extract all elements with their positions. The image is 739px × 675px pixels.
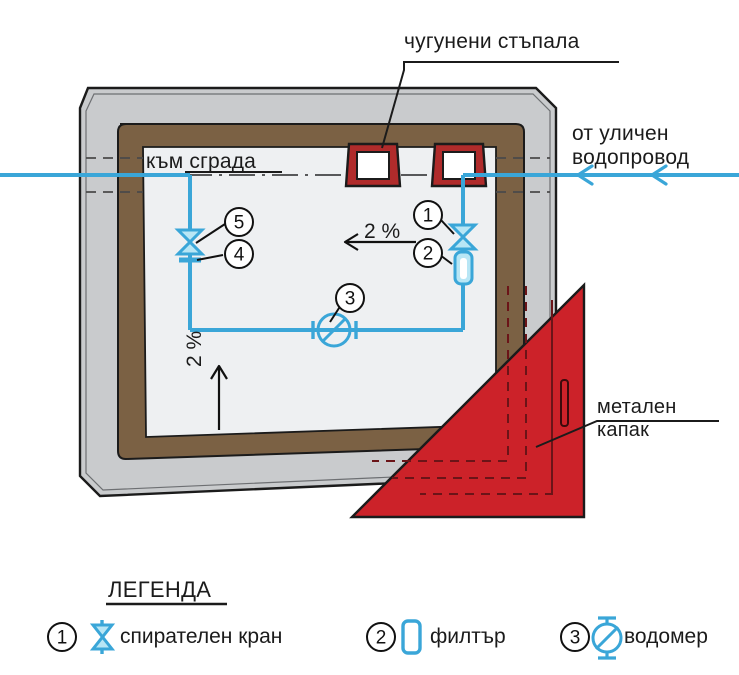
callout-circle-5 (224, 207, 254, 237)
leader-5 (195, 223, 226, 244)
callout-text-5: 5 (234, 213, 245, 234)
chamber-floor (142, 146, 497, 438)
legend-title: ЛЕГЕНДА (108, 577, 212, 602)
slope-arrow-horizontal (343, 233, 416, 251)
wall-penetration-marks (86, 157, 550, 193)
callout-circle-4 (224, 239, 254, 269)
label-metal-cover: метален капак (597, 396, 677, 442)
legend-symbol-water-meter (560, 616, 623, 660)
label-street-water-supply: от уличен водопровод (572, 122, 690, 170)
callout-circles (224, 200, 443, 313)
legend-label-filter: филтър (430, 625, 506, 648)
annotation-leaders (185, 61, 719, 448)
label-slope-horizontal: 2 % (364, 220, 401, 243)
callout-circle-3 (335, 283, 365, 313)
legend-block (47, 602, 623, 660)
callout-text-1: 1 (423, 206, 434, 227)
leader-cover (535, 420, 719, 448)
water-meter-symbol (311, 312, 358, 348)
stop-valve-outlet-upper-symbol (174, 223, 206, 256)
legend-label-stop-valve: спирателен кран (120, 625, 283, 648)
cast-iron-step-2 (430, 142, 488, 188)
legend-label-water-meter: водомер (624, 625, 708, 648)
legend-number-3: 3 (570, 628, 581, 649)
callout-text-4: 4 (234, 245, 245, 266)
cast-iron-step-1 (344, 142, 402, 188)
label-cast-iron-steps: чугунени стъпала (404, 30, 580, 53)
stop-valve-inlet-symbol (447, 218, 479, 251)
cover-handle-slot (560, 379, 569, 427)
slope-arrow-vertical (210, 364, 228, 430)
leader-4 (196, 254, 224, 261)
callout-circle-1 (413, 200, 443, 230)
cast-iron-steps (344, 142, 488, 188)
label-slope-vertical: 2 % (183, 330, 206, 367)
inlet-flow-arrows (575, 164, 668, 186)
callout-circle-2 (413, 238, 443, 268)
leader-1 (440, 219, 455, 235)
filter-symbol (453, 250, 474, 286)
callout-text-3: 3 (345, 289, 356, 310)
metal-cover (349, 282, 586, 519)
callout-text-2: 2 (423, 244, 434, 265)
legend-symbol-stop-valve (47, 620, 116, 654)
legend-number-2: 2 (376, 628, 387, 649)
legend-symbol-filter (366, 619, 422, 655)
label-to-building: към сграда (146, 150, 257, 173)
leader-steps (381, 61, 619, 149)
legend-number-1: 1 (57, 628, 68, 649)
callout-number-texts: 5 4 1 2 3 1 2 3 (57, 206, 581, 649)
